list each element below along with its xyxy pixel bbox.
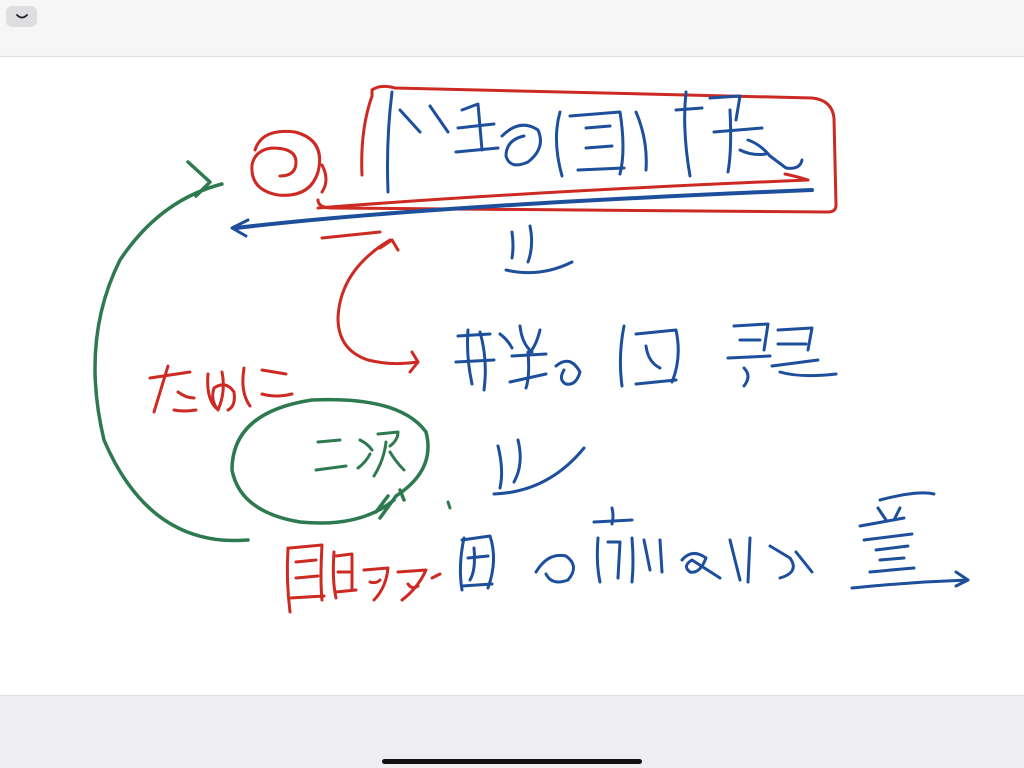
mokuteki-text [285,543,442,614]
circled-mark [250,129,322,197]
red-underline [316,178,810,210]
bottom-bar [0,696,1024,768]
curved-arrow [336,238,420,366]
equals-mark-2 [492,438,586,496]
equals-mark-1 [504,224,574,275]
chevron-down-icon [15,13,28,18]
bottom-text [458,491,936,592]
bottom-arrow [850,578,970,590]
green-strokes [93,160,452,543]
drawing-canvas[interactable] [0,57,1024,695]
home-indicator[interactable] [382,759,642,764]
collapse-toolbar-button[interactable] [6,6,37,27]
green-arc [93,182,250,543]
top-toolbar [0,0,1024,57]
green-circle [230,397,430,525]
blue-strokes [230,90,970,592]
middle-text [454,322,838,392]
blue-bar [234,188,814,230]
title-text [386,90,804,194]
red-strokes [148,84,838,614]
tameni-text [148,364,294,414]
niji-text [314,430,406,478]
